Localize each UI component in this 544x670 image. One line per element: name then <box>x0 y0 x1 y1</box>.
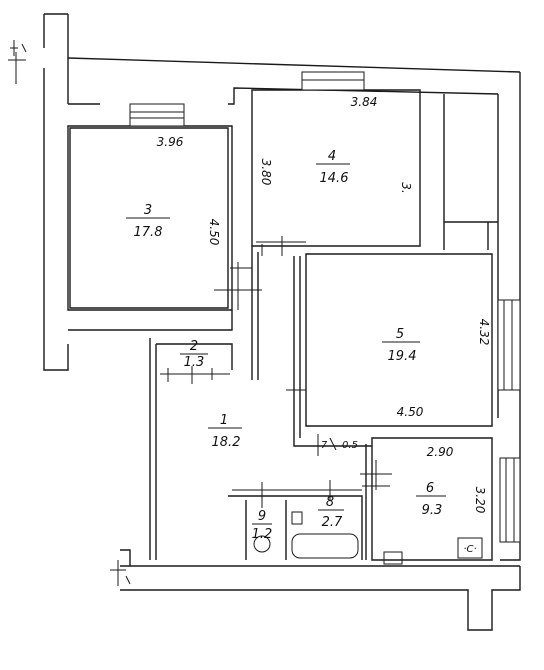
room-3-area: 17.8 <box>134 225 163 240</box>
toilet-icon <box>253 535 271 553</box>
room-9-number: 9 <box>258 509 266 524</box>
dim-room3-width: 3.96 <box>157 135 184 149</box>
room-6-area: 9.3 <box>422 503 443 518</box>
dim-room6-height: 3.20 <box>473 487 487 514</box>
window-room3 <box>129 103 185 127</box>
dim-room6-width: 2.90 <box>427 445 454 459</box>
sink-icon <box>383 551 403 565</box>
room-5-number: 5 <box>396 327 404 342</box>
window-room4 <box>301 71 365 91</box>
dim-room5-height: 4.32 <box>477 319 491 346</box>
room-7 <box>317 434 337 456</box>
dim-room5-width: 4.50 <box>397 405 424 419</box>
room-6 <box>360 437 521 565</box>
bathtub-icon <box>291 533 359 559</box>
room-4-area: 14.6 <box>320 171 349 186</box>
stove-icon <box>457 537 483 559</box>
room-4 <box>251 71 498 250</box>
room-1-area: 18.2 <box>212 435 241 450</box>
bathrooms <box>228 480 363 560</box>
room-labels: 3 17.8 4 14.6 5 19.4 1 18.2 2 1.3 6 9.3 … <box>126 149 446 542</box>
room-8-area: 2.7 <box>322 515 343 530</box>
room-4-number: 4 <box>328 149 336 164</box>
room-3 <box>67 103 233 331</box>
room-2-number: 2 <box>190 339 198 354</box>
room-2-area: 1.3 <box>184 355 205 370</box>
hall <box>149 236 306 560</box>
outer-walls <box>8 13 521 631</box>
room-8-number: 8 <box>326 495 334 510</box>
stove-label: ·C· <box>463 544 476 555</box>
room-7-number: 7 <box>321 440 328 451</box>
window-room5 <box>497 299 521 391</box>
room-7-area: 0.5 <box>342 440 358 451</box>
dim-room4-height: 3.80 <box>259 159 273 186</box>
room-5 <box>293 253 521 447</box>
dimension-labels: 3.96 4.50 3.84 3.80 3. 4.50 4.32 2.90 3.… <box>157 95 491 555</box>
dim-room4-width: 3.84 <box>351 95 378 109</box>
room-5-area: 19.4 <box>388 349 417 364</box>
room-3-number: 3 <box>144 203 152 218</box>
room-9-area: 1.2 <box>252 527 273 542</box>
room-6-number: 6 <box>426 481 434 496</box>
dim-room4-side: 3. <box>399 182 413 193</box>
window-room6 <box>499 457 521 543</box>
room-1-number: 1 <box>220 413 228 428</box>
dim-room3-height: 4.50 <box>207 219 221 246</box>
